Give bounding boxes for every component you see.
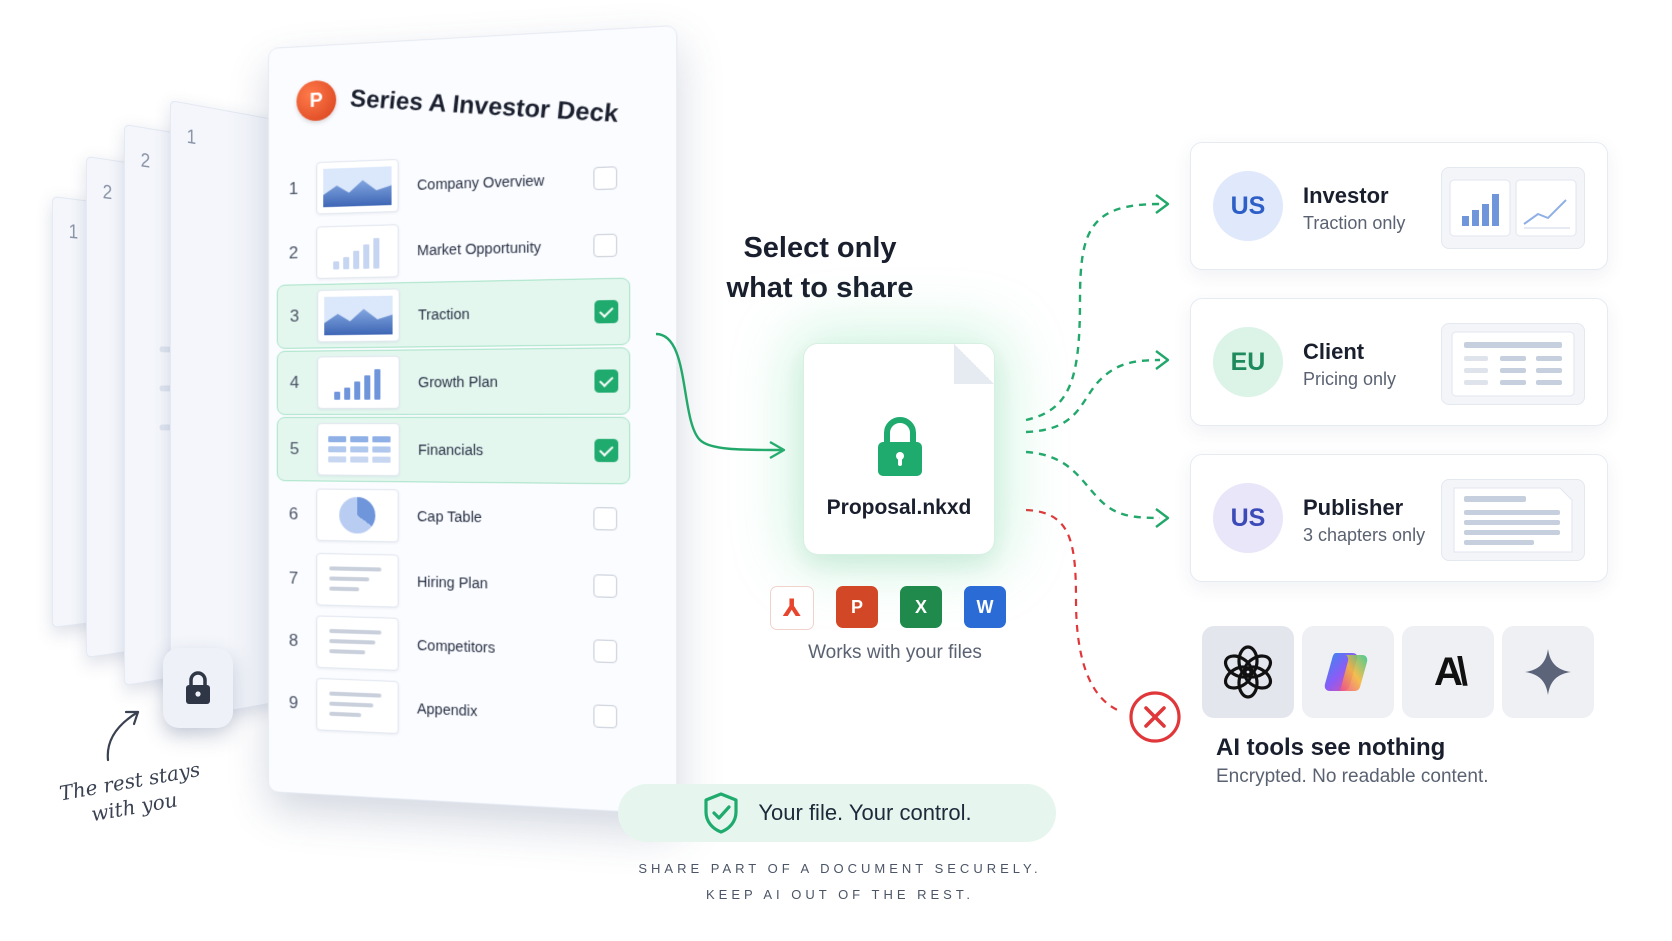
flow-arrow-investor — [1025, 202, 1161, 422]
traction-preview — [1441, 167, 1585, 249]
recipient-role: Investor — [1303, 183, 1389, 208]
tagline: SHARE PART OF A DOCUMENT SECURELY. KEEP … — [560, 856, 1120, 908]
ai-tile-anthropic: A\ — [1402, 626, 1494, 718]
recipient-scope: Traction only — [1303, 213, 1406, 233]
recipient-scope: 3 chapters only — [1303, 525, 1426, 545]
anthropic-icon: A\ — [1434, 649, 1468, 694]
avatar: US — [1213, 171, 1283, 241]
flow-arrow-blocked — [1025, 508, 1123, 714]
table-preview-icon — [1451, 331, 1575, 397]
word-icon: W — [964, 586, 1006, 628]
copilot-icon — [1324, 653, 1368, 691]
document-preview-icon — [1453, 487, 1573, 553]
recipient-role: Client — [1303, 339, 1365, 364]
avatar: EU — [1213, 327, 1283, 397]
excel-icon: X — [900, 586, 942, 628]
gemini-icon — [1525, 649, 1571, 695]
ai-heading: AI tools see nothing — [1216, 734, 1446, 761]
recipient-scope: Pricing only — [1303, 369, 1397, 389]
ai-subtext: Encrypted. No readable content. — [1216, 766, 1489, 787]
recipient-card-client[interactable]: EU Client Pricing only — [1190, 298, 1608, 426]
recipient-card-investor[interactable]: US Investor Traction only — [1190, 142, 1608, 270]
ai-tile-copilot — [1302, 626, 1394, 718]
file-name: Proposal.nkxd — [826, 496, 972, 519]
chapters-preview — [1441, 479, 1585, 561]
chart-preview-icon — [1449, 179, 1577, 237]
flow-arrow-client — [1025, 358, 1161, 434]
ai-tile-openai — [1202, 626, 1294, 718]
control-banner: Your file. Your control. — [618, 784, 1056, 842]
recipient-role: Publisher — [1303, 495, 1404, 520]
powerpoint-icon: P — [836, 586, 878, 628]
avatar: US — [1213, 483, 1283, 553]
ai-tools-row: A\ — [1202, 626, 1594, 718]
pricing-preview — [1441, 323, 1585, 405]
select-heading: Select only what to share — [700, 228, 940, 308]
heading-line: what to share — [726, 272, 914, 304]
tagline-line: KEEP AI OUT OF THE REST. — [706, 887, 974, 902]
encrypted-file-card[interactable]: Proposal.nkxd — [804, 344, 994, 554]
blocked-x-icon — [1129, 691, 1181, 743]
works-with-files-text: Works with your files — [808, 642, 982, 663]
ai-tile-gemini — [1502, 626, 1594, 718]
recipient-card-publisher[interactable]: US Publisher 3 chapters only — [1190, 454, 1608, 582]
private-lock-badge — [163, 648, 233, 728]
lock-icon — [186, 671, 210, 704]
heading-line: Select only — [743, 232, 897, 264]
supported-formats: ⅄ P X W — [770, 586, 1006, 630]
control-text: Your file. Your control. — [758, 800, 972, 825]
flow-arrow-to-file — [655, 332, 783, 452]
pdf-icon: ⅄ — [770, 586, 814, 630]
openai-icon — [1223, 645, 1273, 699]
lock-icon — [878, 417, 922, 476]
curved-arrow-icon — [106, 710, 140, 762]
tagline-line: SHARE PART OF A DOCUMENT SECURELY. — [638, 861, 1042, 876]
flow-arrow-publisher — [1025, 450, 1161, 520]
shield-check-icon — [704, 792, 738, 834]
